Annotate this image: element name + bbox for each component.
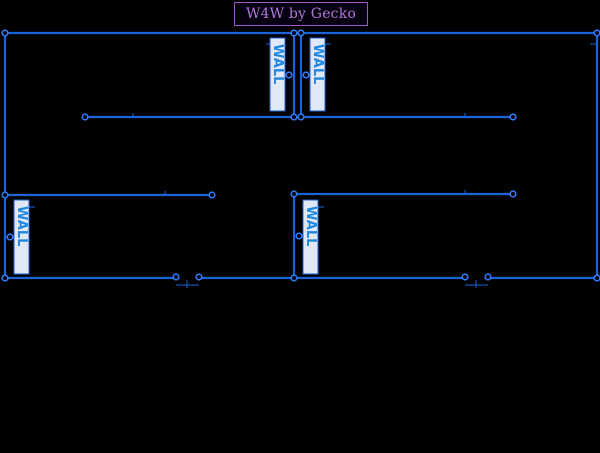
wall-endpoint-node-icon[interactable] [509, 113, 517, 121]
wall-endpoint-node-icon[interactable] [290, 190, 298, 198]
wall-endpoint-node-icon[interactable] [195, 273, 203, 281]
wall-nodes [1, 29, 600, 282]
wall-endpoint-node-icon[interactable] [297, 29, 305, 37]
wall-endpoint-node-icon[interactable] [285, 71, 293, 79]
wall-endpoint-node-icon[interactable] [290, 113, 298, 121]
wall-endpoint-node-icon[interactable] [81, 113, 89, 121]
wall-endpoint-node-icon[interactable] [1, 29, 9, 37]
wall-endpoint-node-icon[interactable] [290, 29, 298, 37]
wall-endpoint-node-icon[interactable] [297, 113, 305, 121]
wall-label-panel-icon[interactable]: WALL [309, 37, 326, 112]
wall-endpoint-node-icon[interactable] [290, 274, 298, 282]
wall-label-panel-icon[interactable]: WALL [269, 37, 286, 112]
wall-endpoint-node-icon[interactable] [172, 273, 180, 281]
wall-endpoint-node-icon[interactable] [593, 274, 600, 282]
wall-endpoint-node-icon[interactable] [208, 191, 216, 199]
panel-text: WALL [270, 44, 285, 84]
door-markers [29, 43, 597, 288]
wall-endpoint-node-icon[interactable] [484, 273, 492, 281]
panel-text: WALL [310, 44, 325, 84]
wall-endpoint-node-icon[interactable] [6, 233, 14, 241]
app-title: W4W by Gecko [234, 2, 368, 26]
wall-panels: WALL WALL WALL WALL [13, 37, 326, 275]
walls [3, 31, 599, 280]
wall-endpoint-node-icon[interactable] [1, 274, 9, 282]
panel-text: WALL [14, 206, 29, 246]
wall-endpoint-node-icon[interactable] [302, 71, 310, 79]
wall-label-panel-icon[interactable]: WALL [13, 199, 30, 275]
wall-endpoint-node-icon[interactable] [509, 190, 517, 198]
wall-endpoint-node-icon[interactable] [295, 232, 303, 240]
panel-text: WALL [303, 206, 318, 246]
wall-endpoint-node-icon[interactable] [461, 273, 469, 281]
wall-endpoint-node-icon[interactable] [1, 191, 9, 199]
wall-endpoint-node-icon[interactable] [593, 29, 600, 37]
wall-label-panel-icon[interactable]: WALL [302, 199, 319, 275]
